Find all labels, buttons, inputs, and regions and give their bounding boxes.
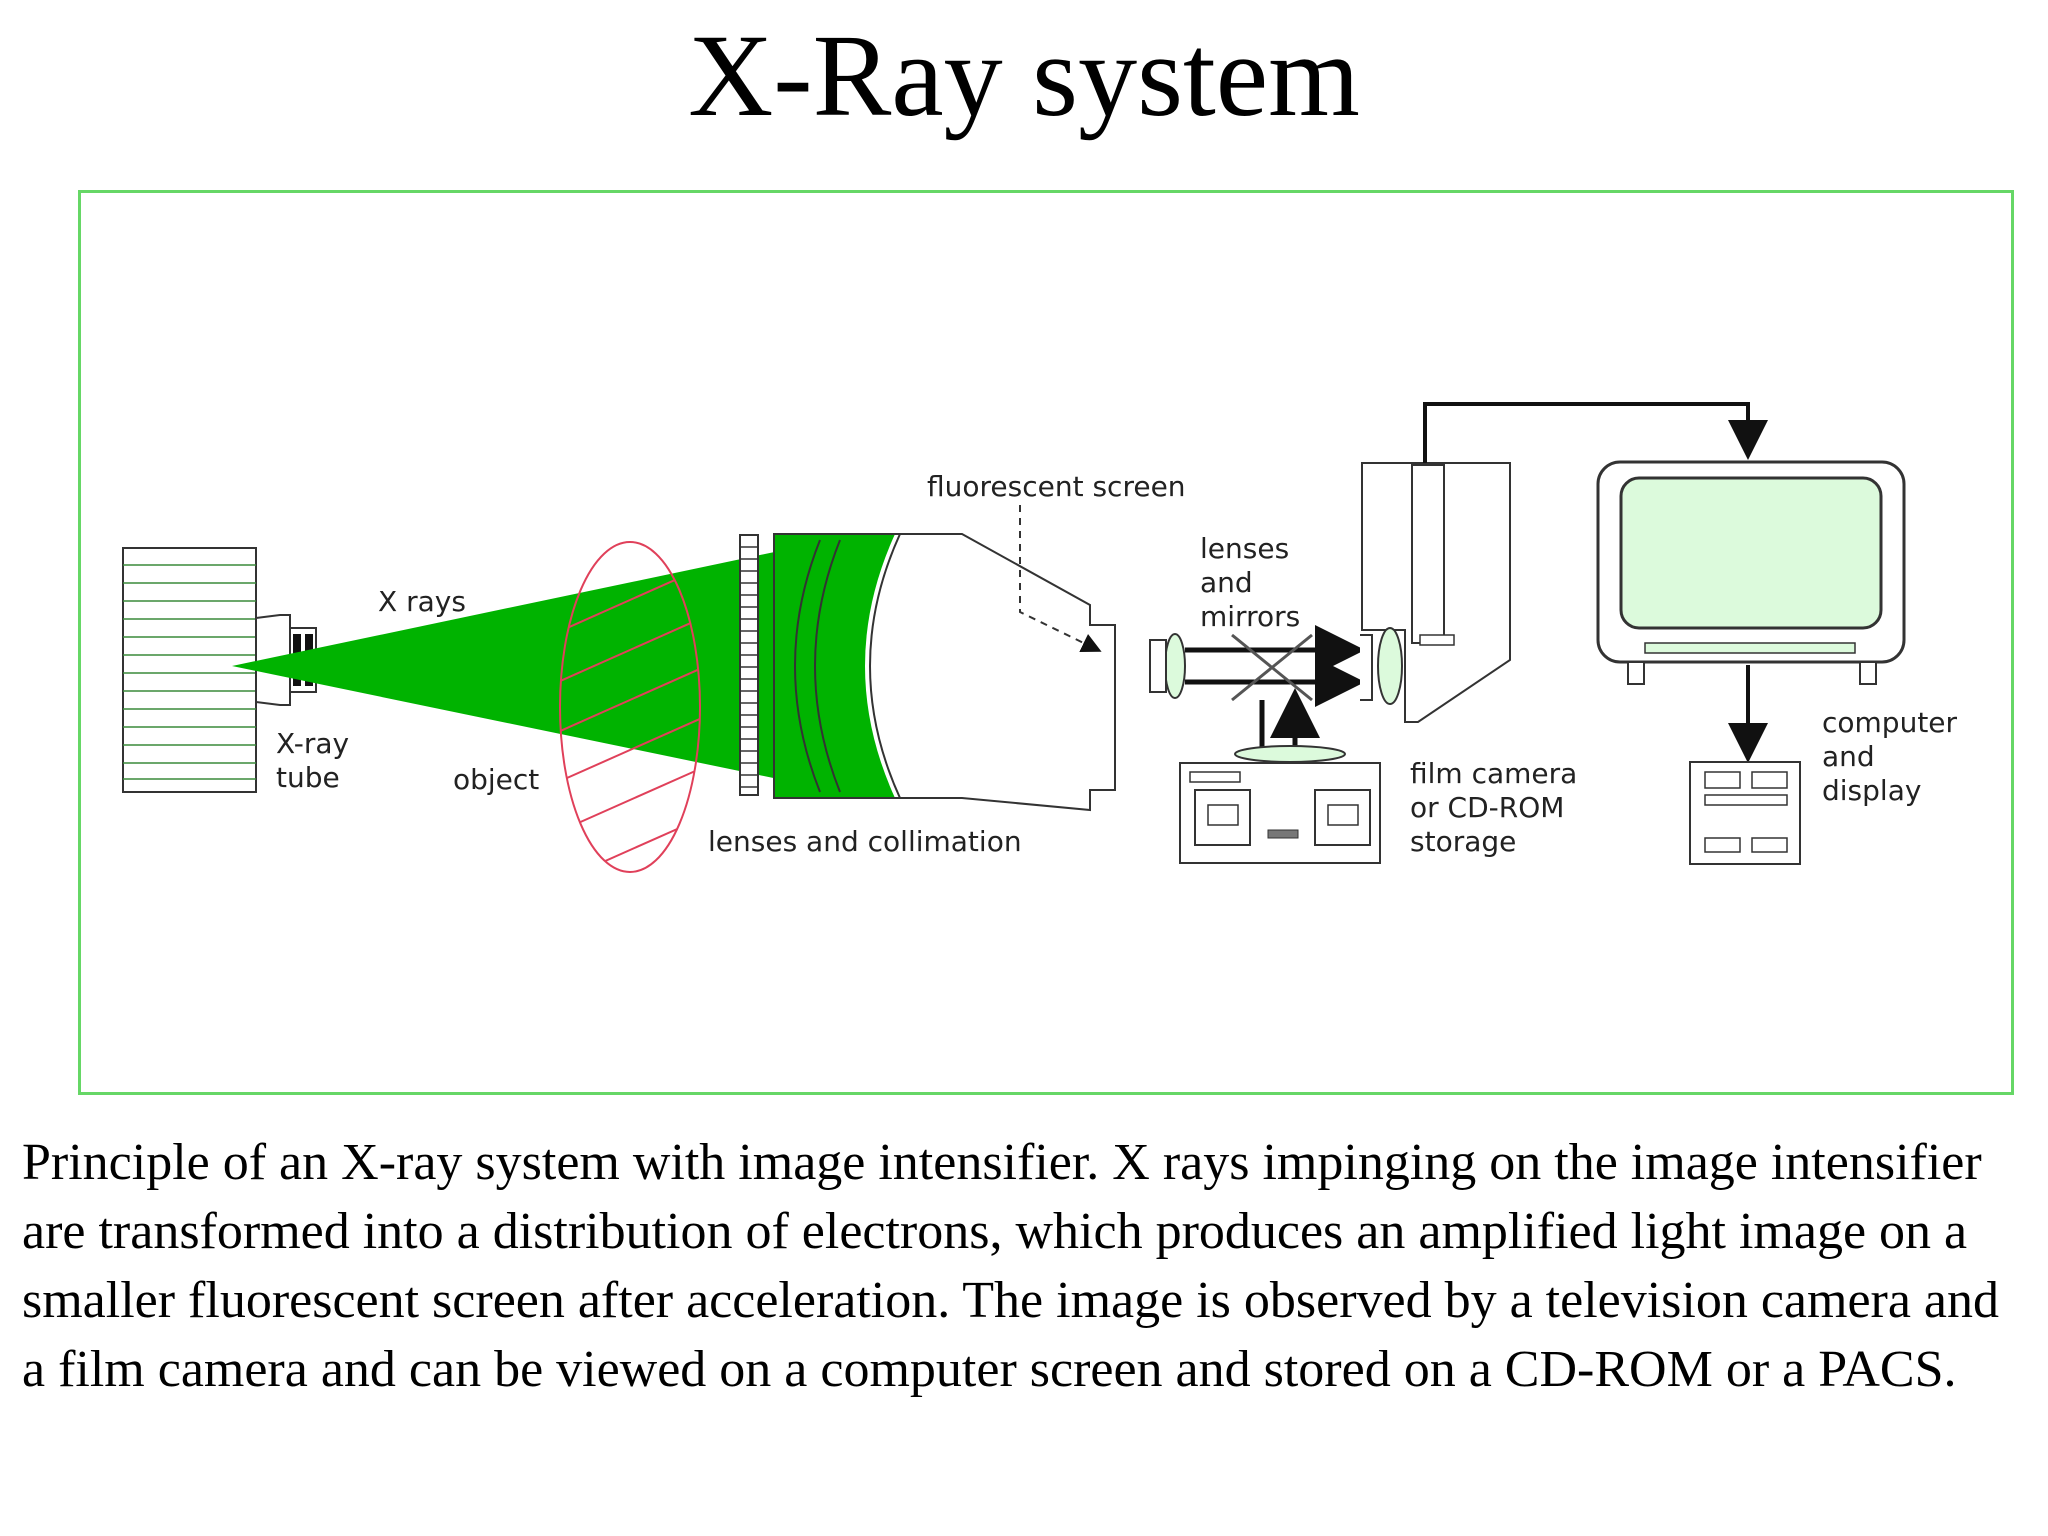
diagram-frame: X rays X-ray tube object fluorescent scr… (78, 190, 2014, 1095)
film-camera-unit (1179, 762, 1381, 864)
xray-beam (232, 533, 865, 797)
label-computer-2: and (1822, 740, 1875, 773)
label-film-camera-2: or CD-ROM (1410, 791, 1564, 824)
signal-line (1423, 402, 1768, 463)
label-lenses-collimation: lenses and collimation (708, 825, 1022, 858)
label-x-rays: X rays (378, 585, 466, 618)
fluorescent-screen-leader (1019, 505, 1102, 652)
label-computer-1: computer (1822, 706, 1958, 739)
output-lenses (1149, 633, 1186, 699)
label-lenses-mirrors-3: mirrors (1200, 600, 1300, 633)
tv-camera-lens (1377, 627, 1403, 705)
image-intensifier (773, 533, 1116, 812)
label-computer-3: display (1822, 774, 1921, 807)
xray-tube-housing (122, 547, 257, 793)
label-film-camera-1: film camera (1410, 757, 1577, 790)
collimation-grid (739, 534, 759, 796)
beam-arrows (1185, 625, 1365, 707)
label-lenses-mirrors-1: lenses (1200, 532, 1289, 565)
label-object: object (453, 763, 539, 796)
caption-text: Principle of an X-ray system with image … (22, 1134, 2000, 1398)
mirror-cross (1231, 633, 1313, 702)
slide-title: X-Ray system (688, 10, 1360, 141)
label-film-camera-3: storage (1410, 825, 1516, 858)
label-fluorescent-screen: fluorescent screen (927, 470, 1186, 503)
tv-camera-unit (1360, 462, 1511, 723)
label-xray-tube-1: X-ray (276, 727, 349, 760)
label-xray-tube-2: tube (276, 761, 340, 794)
film-camera-lens (1234, 745, 1346, 763)
label-lenses-mirrors-2: and (1200, 566, 1253, 599)
computer-monitor (1596, 460, 1906, 685)
computer-box (1689, 761, 1801, 865)
